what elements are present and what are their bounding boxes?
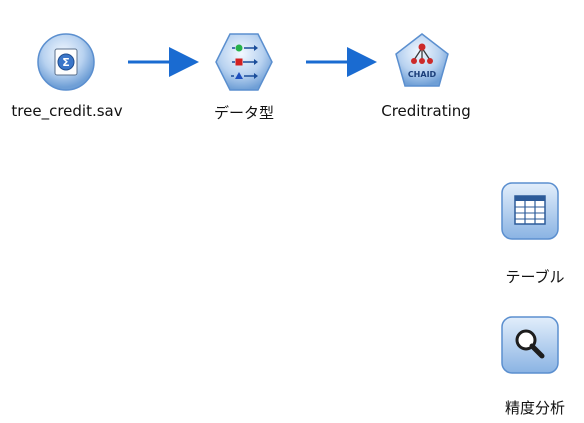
type-node[interactable]	[206, 24, 286, 104]
source-node-label: tree_credit.sav	[11, 102, 123, 120]
analysis-magnifier-icon	[501, 316, 559, 374]
table-node[interactable]	[500, 181, 560, 241]
table-node-label: テーブル	[505, 268, 565, 286]
type-field-ops-icon	[215, 33, 273, 91]
type-node-label: データ型	[213, 104, 275, 122]
table-output-icon	[501, 182, 559, 240]
model-node[interactable]: CHAID	[384, 24, 464, 104]
analysis-node[interactable]	[500, 315, 560, 375]
chaid-badge: CHAID	[408, 70, 437, 79]
source-node[interactable]: Σ	[36, 24, 116, 104]
analysis-node-label: 精度分析	[504, 399, 566, 417]
svg-text:Σ: Σ	[62, 56, 70, 69]
chaid-model-nugget-icon: CHAID	[395, 33, 449, 87]
statistics-file-source-icon: Σ	[37, 33, 95, 91]
model-node-label: Creditrating	[381, 102, 471, 120]
